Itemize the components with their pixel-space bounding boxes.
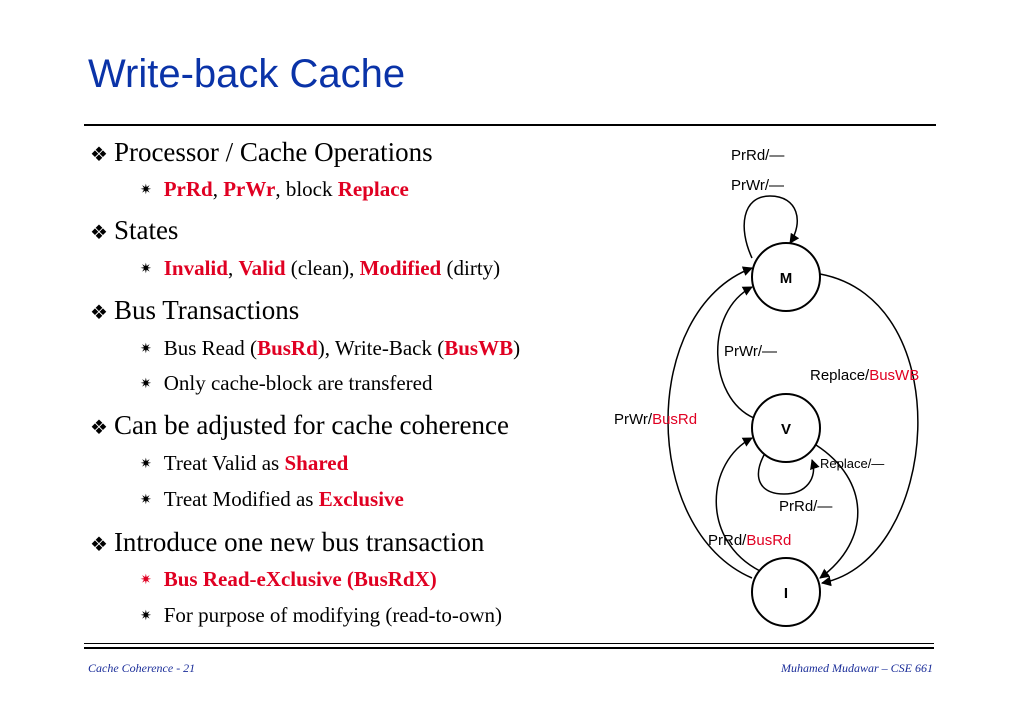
bullet-3: ❖Bus Transactions bbox=[90, 295, 300, 325]
sub-bullet-text: ) bbox=[513, 336, 521, 360]
label-v-to-i: Replace/— bbox=[820, 456, 884, 471]
star-bullet-icon: ✷ bbox=[140, 572, 152, 588]
state-i: I bbox=[751, 557, 821, 627]
edge-v-to-m bbox=[717, 286, 755, 419]
highlight-term: BusWB bbox=[444, 336, 514, 360]
sub-bullet: ✷ Only cache-block are transfered bbox=[140, 371, 433, 396]
highlight-term: Bus Read-eXclusive (BusRdX) bbox=[163, 567, 437, 591]
sub-bullet-text: , block bbox=[275, 177, 338, 201]
diamond-bullet-icon: ❖ bbox=[90, 532, 108, 556]
sub-bullet: ✷ Bus Read (BusRd), Write-Back (BusWB) bbox=[140, 336, 520, 361]
edge-m-self bbox=[743, 195, 800, 259]
slide-title: Write-back Cache bbox=[88, 52, 406, 96]
bullet-5: ❖Introduce one new bus transaction bbox=[90, 527, 485, 557]
edge-i-to-v bbox=[715, 437, 761, 572]
top-divider bbox=[84, 124, 936, 126]
highlight-term: Modified bbox=[359, 256, 442, 280]
state-i-label: I bbox=[784, 585, 788, 602]
sub-bullet: ✷ For purpose of modifying (read-to-own) bbox=[140, 603, 502, 628]
edge-m-to-i bbox=[819, 273, 919, 587]
highlight-term: Replace bbox=[337, 177, 409, 201]
sub-bullet-text: , bbox=[227, 256, 239, 280]
state-m: M bbox=[751, 242, 821, 312]
sub-bullet: ✷ Bus Read-eXclusive (BusRdX) bbox=[140, 567, 437, 592]
sub-bullet-text: (clean), bbox=[285, 256, 360, 280]
edge-v-self bbox=[757, 454, 820, 495]
diamond-bullet-icon: ❖ bbox=[90, 300, 108, 324]
label-i-to-v: PrRd/BusRd bbox=[708, 532, 791, 549]
star-bullet-icon: ✷ bbox=[140, 182, 152, 198]
state-v-label: V bbox=[781, 421, 791, 438]
star-bullet-icon: ✷ bbox=[140, 376, 152, 392]
sub-bullet-text: Treat Valid as bbox=[163, 451, 285, 475]
sub-bullet: ✷ Treat Modified as Exclusive bbox=[140, 487, 404, 512]
diamond-bullet-icon: ❖ bbox=[90, 142, 108, 166]
sub-bullet-text: , bbox=[212, 177, 224, 201]
bullet-4: ❖Can be adjusted for cache coherence bbox=[90, 410, 509, 440]
state-v: V bbox=[751, 393, 821, 463]
footer-right: Muhamed Mudawar – CSE 661 bbox=[781, 661, 933, 675]
star-bullet-icon: ✷ bbox=[140, 492, 152, 508]
sub-bullet: ✷ Invalid, Valid (clean), Modified (dirty… bbox=[140, 256, 500, 281]
highlight-term: Valid bbox=[238, 256, 286, 280]
label-m-self-prwr: PrWr/— bbox=[731, 177, 784, 194]
bottom-divider-thick bbox=[84, 647, 934, 649]
star-bullet-icon: ✷ bbox=[140, 456, 152, 472]
label-v-to-m: PrWr/— bbox=[724, 343, 777, 360]
bottom-divider bbox=[84, 643, 934, 644]
star-bullet-icon: ✷ bbox=[140, 608, 152, 624]
footer-left: Cache Coherence - 21 bbox=[88, 661, 196, 675]
sub-bullet: ✷ Treat Valid as Shared bbox=[140, 451, 348, 476]
label-i-to-m: PrWr/BusRd bbox=[614, 411, 697, 428]
sub-bullet-text: Bus Read ( bbox=[163, 336, 258, 360]
star-bullet-icon: ✷ bbox=[140, 341, 152, 357]
star-bullet-icon: ✷ bbox=[140, 261, 152, 277]
highlight-term: BusRd bbox=[257, 336, 318, 360]
bullet-2: ❖States bbox=[90, 215, 179, 245]
highlight-term: Shared bbox=[284, 451, 349, 475]
highlight-term: PrWr bbox=[223, 177, 276, 201]
label-v-self: PrRd/— bbox=[779, 498, 832, 515]
sub-bullet-text: (dirty) bbox=[441, 256, 501, 280]
diamond-bullet-icon: ❖ bbox=[90, 415, 108, 439]
edge-i-to-m bbox=[667, 266, 753, 579]
sub-bullet-text: ), Write-Back ( bbox=[317, 336, 445, 360]
highlight-term: Exclusive bbox=[318, 487, 404, 511]
sub-bullet-text: Treat Modified as bbox=[163, 487, 319, 511]
highlight-term: Invalid bbox=[163, 256, 228, 280]
label-m-to-i: Replace/BusWB bbox=[810, 367, 919, 384]
sub-bullet: ✷ PrRd, PrWr, block Replace bbox=[140, 177, 409, 202]
sub-bullet-text: For purpose of modifying (read-to-own) bbox=[163, 603, 502, 627]
state-m-label: M bbox=[780, 270, 793, 287]
sub-bullet-text: Only cache-block are transfered bbox=[163, 371, 433, 395]
edge-v-to-i bbox=[815, 444, 859, 579]
diamond-bullet-icon: ❖ bbox=[90, 220, 108, 244]
highlight-term: PrRd bbox=[163, 177, 213, 201]
bullet-1: ❖Processor / Cache Operations bbox=[90, 137, 433, 167]
label-m-self-prrd: PrRd/— bbox=[731, 147, 784, 164]
